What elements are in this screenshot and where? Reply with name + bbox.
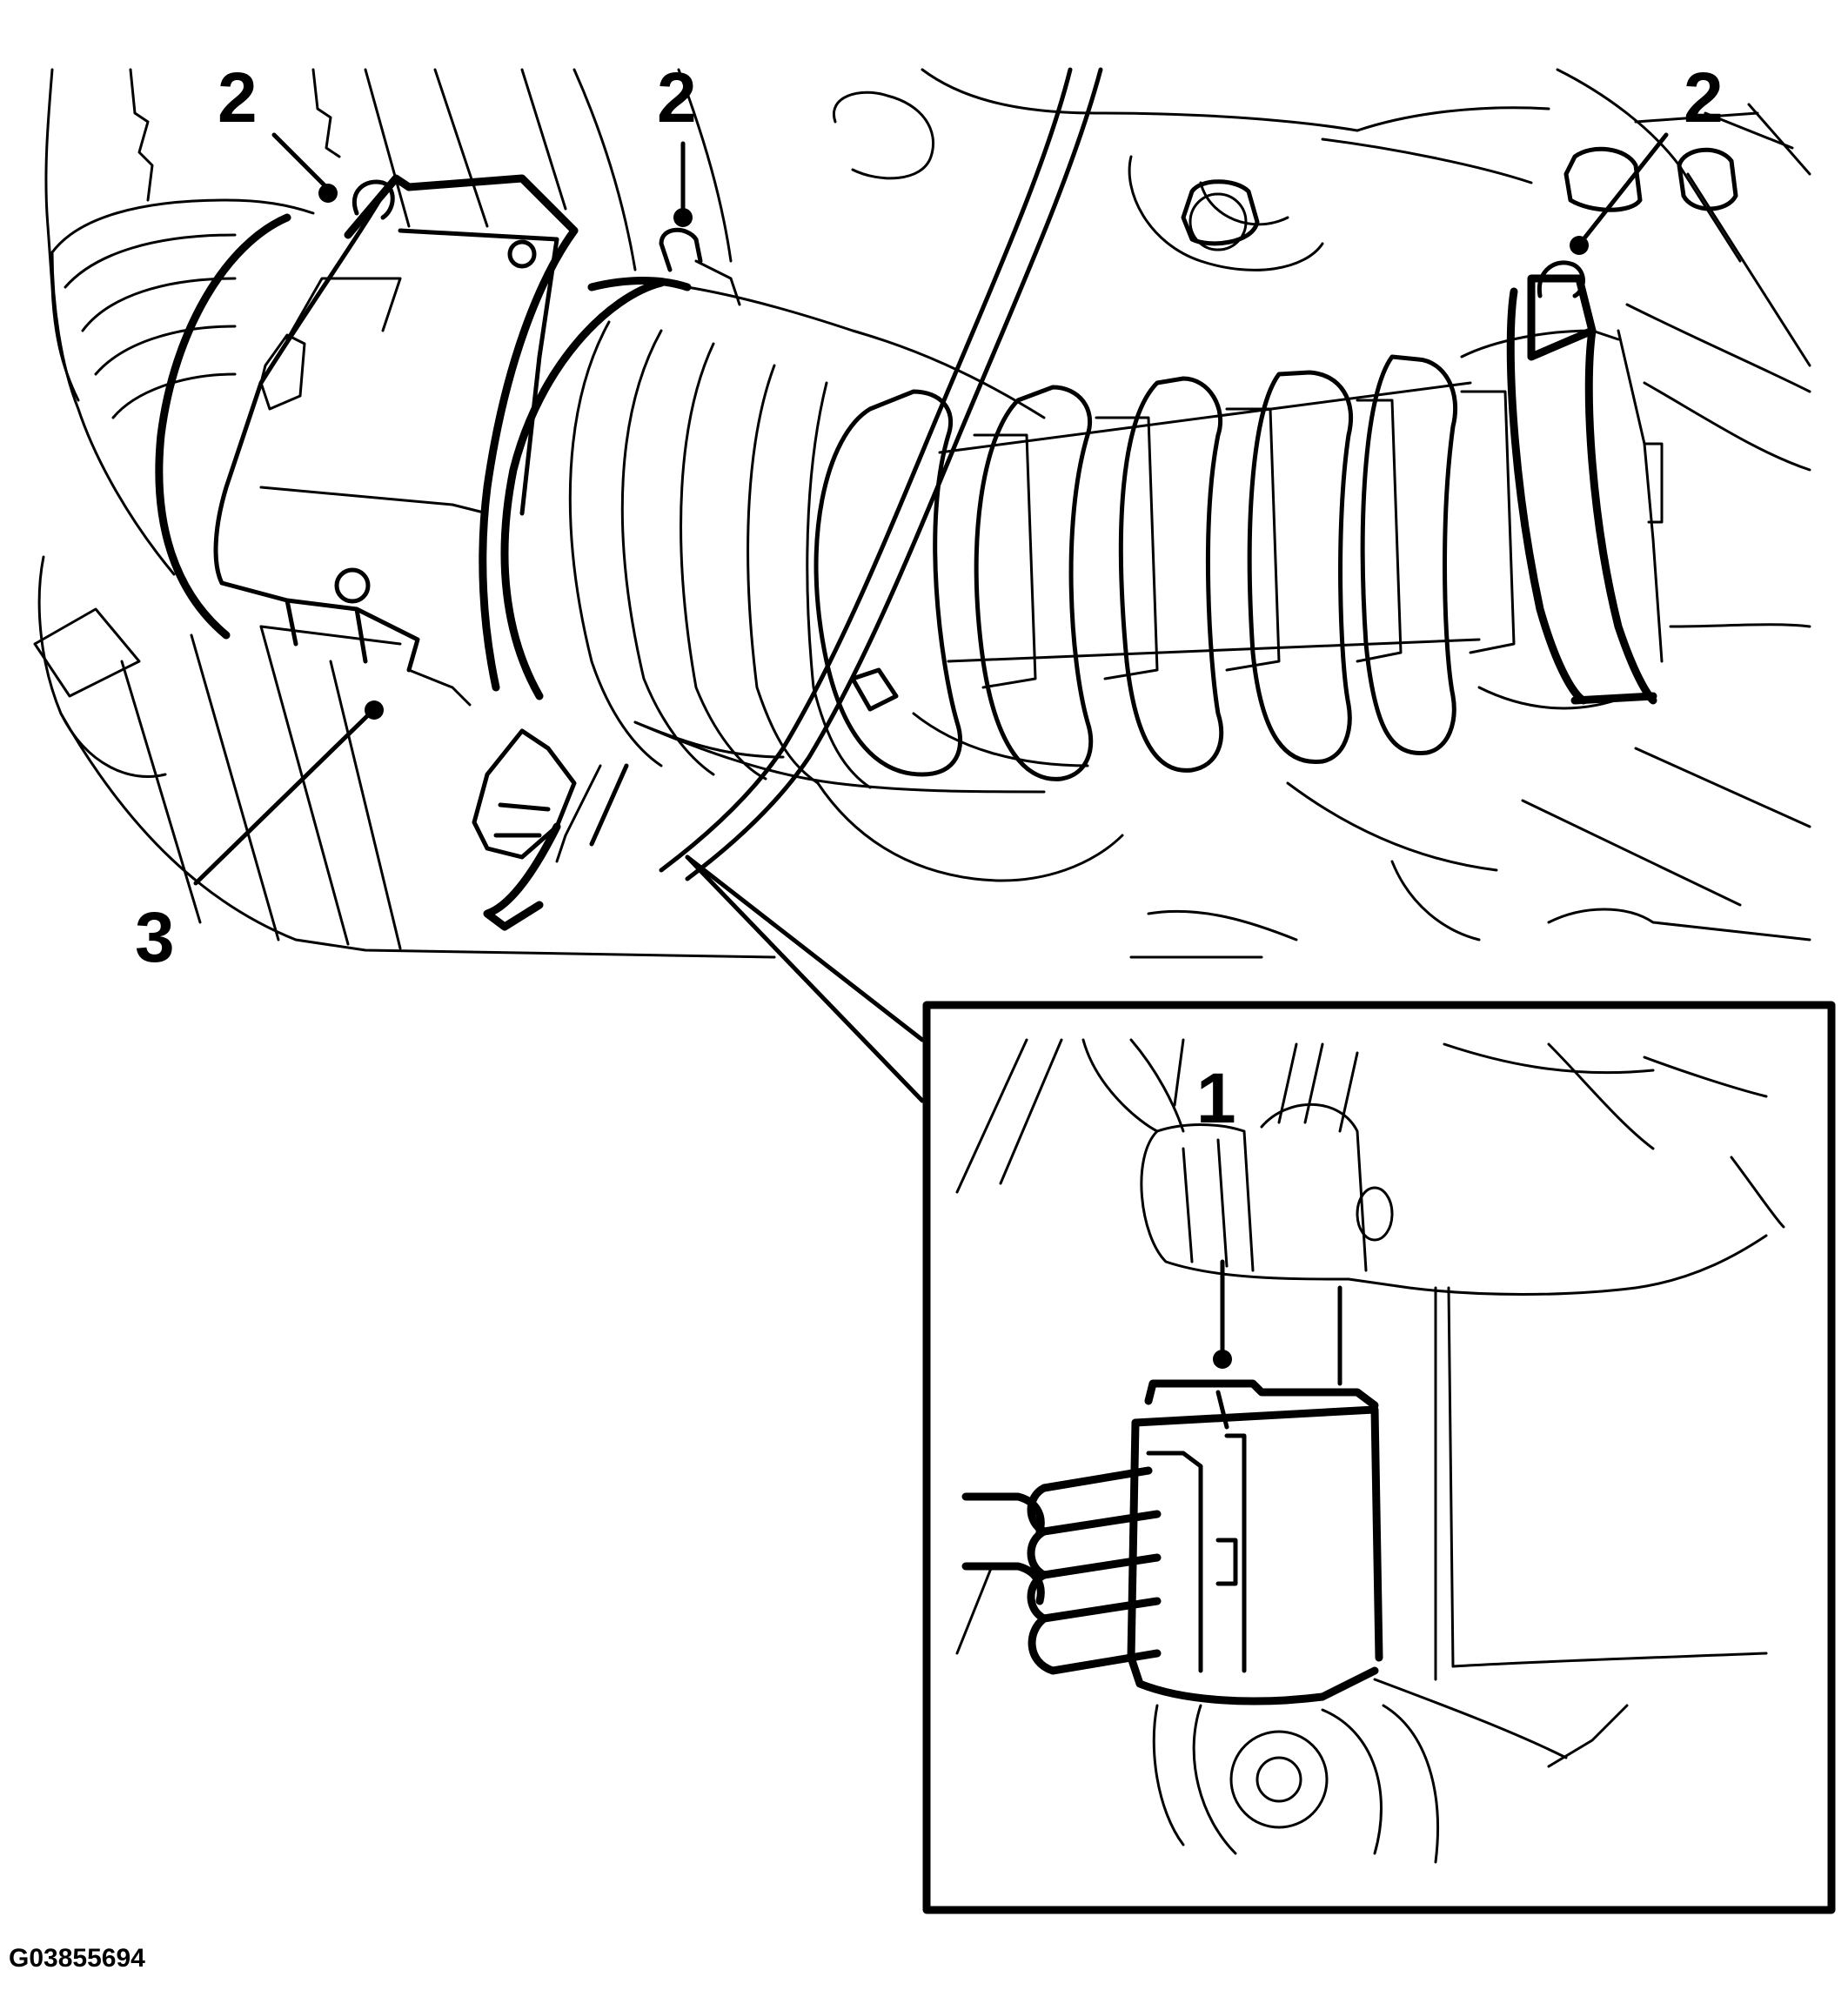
callout-dot-1 [1213,1350,1232,1369]
inset-detail-connector [922,1001,1836,1914]
callout-dot-2b [673,208,693,227]
callout-dot-2c [1570,236,1589,255]
air-flow-meter [50,174,741,931]
callout-3: 3 [135,898,175,977]
callout-2-left: 2 [218,58,258,137]
callout-2-right: 2 [1684,58,1724,137]
callout-leaders [193,132,1669,1103]
engine-background-linework [33,68,1811,959]
callout-dot-2a [318,184,338,203]
callout-2-middle: 2 [657,58,697,137]
air-intake-hose [568,67,1738,881]
callout-dot-3 [365,700,384,720]
callout-1: 1 [1196,1059,1236,1138]
figure-id: G03855694 [9,1944,145,1973]
